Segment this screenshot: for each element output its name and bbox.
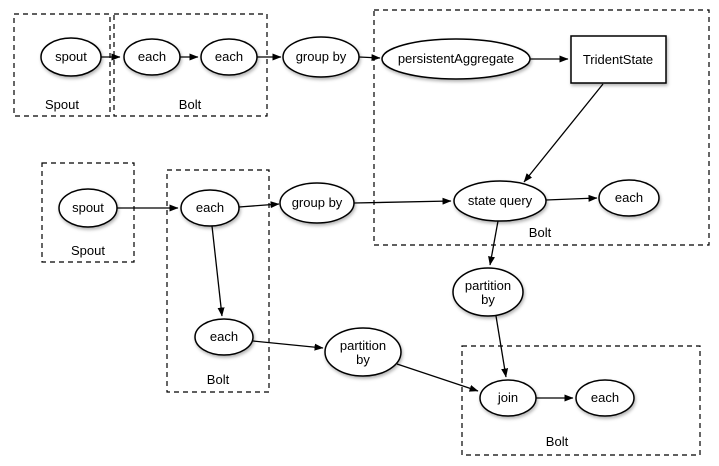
each-6-label: each xyxy=(591,390,619,405)
each-2-shape xyxy=(200,38,258,76)
node-each-2: each xyxy=(200,38,258,76)
groupby-1-shape xyxy=(282,36,360,78)
bolt-box-1-border xyxy=(113,13,268,117)
persistent-aggregate-label: persistentAggregate xyxy=(398,51,514,66)
edge-statequery-partitionby-right xyxy=(488,220,499,266)
group-spout-box-1: Spout xyxy=(13,13,111,117)
groupby-1-label: group by xyxy=(296,49,347,64)
edge-each4-groupby2 xyxy=(238,201,280,209)
bolt-box-2-border xyxy=(373,9,710,246)
node-each-3: each xyxy=(598,179,660,217)
partitionby-left-label-line1: partition xyxy=(340,338,386,353)
partitionby-left-label-line2: by xyxy=(356,352,370,367)
partitionby-right-label-line1: partition xyxy=(465,278,511,293)
each-3-shape xyxy=(598,179,660,217)
group-bolt-box-4: Bolt xyxy=(461,345,701,456)
spout-1-shape xyxy=(40,37,102,77)
node-persistent-aggregate: persistentAggregate xyxy=(381,38,531,80)
persistent-aggregate-shape xyxy=(381,38,531,80)
node-each-6: each xyxy=(575,379,635,417)
groupby-2-shape xyxy=(279,182,355,224)
bolt-box-4-border xyxy=(461,345,701,456)
group-bolt-box-2: Bolt xyxy=(373,9,710,246)
bolt-box-1-label: Bolt xyxy=(179,97,202,112)
node-state-query: state query xyxy=(453,180,547,222)
each-2-label: each xyxy=(215,49,243,64)
edge-tridentstate-statequery xyxy=(523,83,604,183)
partitionby-right-shape xyxy=(452,267,524,317)
state-query-label: state query xyxy=(468,193,533,208)
spout-box-2-label: Spout xyxy=(71,243,105,258)
state-query-shape xyxy=(453,180,547,222)
node-each-1: each xyxy=(123,38,181,76)
spout-2-shape xyxy=(58,188,118,228)
spout-box-2-border xyxy=(41,162,135,263)
node-groupby-1: group by xyxy=(282,36,360,78)
each-5-shape xyxy=(194,318,254,356)
bolt-box-2-label: Bolt xyxy=(529,225,552,240)
spout-1-label: spout xyxy=(55,49,87,64)
edge-each4-each5 xyxy=(211,225,225,317)
group-spout-box-2: Spout xyxy=(41,162,135,263)
edge-groupby1-persistentaggregate xyxy=(358,54,381,62)
node-spout-2: spout xyxy=(58,188,118,228)
spout-box-1-border xyxy=(13,13,111,117)
node-trident-state: TridentState xyxy=(570,35,667,84)
groupby-2-label: group by xyxy=(292,195,343,210)
partitionby-left-shape xyxy=(324,327,402,377)
partitionby-right-label-line2: by xyxy=(481,292,495,307)
node-join: join xyxy=(479,379,537,417)
each-4-label: each xyxy=(196,200,224,215)
each-5-label: each xyxy=(210,329,238,344)
node-groupby-2: group by xyxy=(279,182,355,224)
edge-each5-partitionby-left xyxy=(252,340,324,351)
trident-state-label: TridentState xyxy=(583,52,653,67)
each-1-label: each xyxy=(138,49,166,64)
join-label: join xyxy=(497,390,518,405)
node-each-5: each xyxy=(194,318,254,356)
bolt-box-3-label: Bolt xyxy=(207,372,230,387)
node-partitionby-left: partition by xyxy=(324,327,402,377)
each-3-label: each xyxy=(615,190,643,205)
node-spout-1: spout xyxy=(40,37,102,77)
each-4-shape xyxy=(180,189,240,227)
edge-statequery-each3 xyxy=(545,194,598,202)
group-bolt-box-1: Bolt xyxy=(113,13,268,117)
trident-state-shape xyxy=(570,35,667,84)
group-bolt-box-3: Bolt xyxy=(166,169,270,393)
node-each-4: each xyxy=(180,189,240,227)
spout-2-label: spout xyxy=(72,200,104,215)
each-6-shape xyxy=(575,379,635,417)
edge-groupby2-statequery xyxy=(353,197,452,205)
join-shape xyxy=(479,379,537,417)
edge-partitionby-left-join xyxy=(396,363,479,392)
spout-box-1-label: Spout xyxy=(45,97,79,112)
edge-partitionby-right-join xyxy=(495,315,509,378)
node-partitionby-right: partition by xyxy=(452,267,524,317)
each-1-shape xyxy=(123,38,181,76)
bolt-box-4-label: Bolt xyxy=(546,434,569,449)
